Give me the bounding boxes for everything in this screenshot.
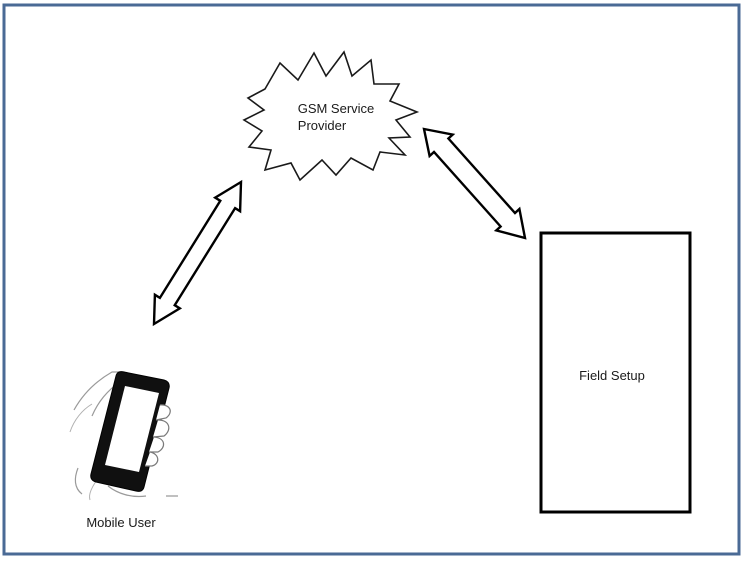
hand-holding-phone-icon bbox=[69, 371, 178, 501]
mobile-user-node: Mobile User bbox=[69, 371, 178, 530]
gsm-burst-shape bbox=[242, 50, 420, 182]
field-setup-node: Field Setup bbox=[539, 231, 692, 514]
mobile-user-label: Mobile User bbox=[86, 515, 156, 530]
field-setup-label: Field Setup bbox=[579, 368, 645, 383]
gsm-label-line2: Provider bbox=[298, 118, 347, 133]
gsm-label-line1: GSM Service bbox=[298, 101, 375, 116]
gsm-service-provider-node: GSM Service Provider bbox=[242, 50, 420, 182]
phone-screen bbox=[105, 386, 159, 472]
field-setup-box bbox=[539, 231, 692, 514]
link-arrow-mobile-gsm bbox=[152, 179, 243, 327]
link-arrow-gsm-field bbox=[422, 127, 527, 240]
